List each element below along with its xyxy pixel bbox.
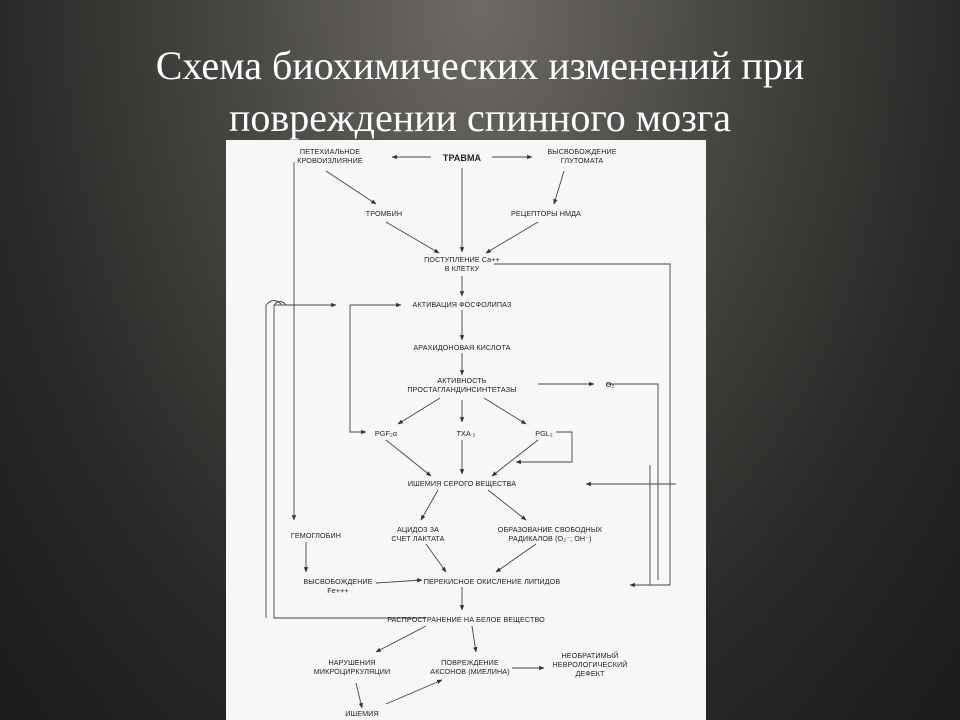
flowchart-diagram: ПЕТЕХИАЛЬНОЕ КРОВОИЗЛИЯНИЕ ТРАВМА ВЫСВОБ… bbox=[265, 147, 676, 718]
node-hemoglobin: ГЕМОГЛОБИН bbox=[291, 531, 341, 540]
node-hemorrhage-line-1: ПЕТЕХИАЛЬНОЕ bbox=[300, 147, 360, 156]
node-glutamate-line-2: ГЛУТОМАТА bbox=[561, 156, 604, 165]
node-ischemia: ИШЕМИЯ bbox=[345, 709, 379, 718]
node-synthetase-line-1: АКТИВНОСТЬ bbox=[437, 376, 486, 385]
node-txa: TXA ₂ bbox=[457, 429, 476, 438]
slide-title-line-2: повреждении спинного мозга bbox=[228, 95, 732, 140]
node-white-matter-spread: РАСПРОСТРАНЕНИЕ НА БЕЛОЕ ВЕЩЕСТВО bbox=[387, 615, 545, 624]
node-glutamate-line-1: ВЫСВОБОЖДЕНИЕ bbox=[547, 147, 616, 156]
node-synthetase-line-2: ПРОСТАГЛАНДИНСИНТЕТАЗЫ bbox=[407, 385, 516, 394]
node-phospholipase: АКТИВАЦИЯ ФОСФОЛИПАЗ bbox=[413, 300, 512, 309]
node-microcirculation-line-2: МИКРОЦИРКУЛЯЦИИ bbox=[314, 667, 391, 676]
node-hemorrhage-line-2: КРОВОИЗЛИЯНИЕ bbox=[297, 156, 363, 165]
node-acidosis-line-2: СЧЕТ ЛАКТАТА bbox=[391, 534, 444, 543]
node-axon-damage-line-2: АКСОНОВ (МИЕЛИНА) bbox=[430, 667, 509, 676]
node-microcirculation-line-1: НАРУШЕНИЯ bbox=[328, 658, 375, 667]
node-iron-release-line-1: ВЫСВОБОЖДЕНИЕ bbox=[303, 577, 372, 586]
node-calcium-line-1: ПОСТУПЛЕНИЕ Ca++ bbox=[424, 255, 500, 264]
node-deficit-line-3: ДЕФЕКТ bbox=[575, 669, 605, 678]
node-axon-damage-line-1: ПОВРЕЖДЕНИЕ bbox=[441, 658, 499, 667]
node-deficit-line-2: НЕВРОЛОГИЧЕСКИЙ bbox=[552, 660, 627, 669]
node-pgl: PGL₂ bbox=[535, 429, 553, 438]
node-radicals-line-1: ОБРАЗОВАНИЕ СВОБОДНЫХ bbox=[498, 525, 603, 534]
node-lipid-peroxidation: ПЕРЕКИСНОЕ ОКИСЛЕНИЕ ЛИПИДОВ bbox=[424, 577, 561, 586]
flowchart-scan: ПЕТЕХИАЛЬНОЕ КРОВОИЗЛИЯНИЕ ТРАВМА ВЫСВОБ… bbox=[226, 140, 706, 720]
slide-title: Схема биохимических изменений при повреж… bbox=[0, 40, 960, 144]
node-acidosis-line-1: АЦИДОЗ ЗА bbox=[397, 525, 439, 534]
slide-title-line-1: Схема биохимических изменений при bbox=[155, 43, 805, 88]
flowchart-connectors bbox=[265, 154, 676, 709]
node-calcium-line-2: В КЛЕТКУ bbox=[445, 264, 480, 273]
node-pgf: PGF₂α bbox=[375, 429, 397, 438]
flowchart-labels: ПЕТЕХИАЛЬНОЕ КРОВОИЗЛИЯНИЕ ТРАВМА ВЫСВОБ… bbox=[291, 147, 628, 718]
node-deficit-line-1: НЕОБРАТИМЫЙ bbox=[561, 651, 618, 660]
node-iron-release-line-2: Fe+++ bbox=[327, 586, 348, 595]
node-thrombin: ТРОМБИН bbox=[366, 209, 402, 218]
node-oxygen: O₂ bbox=[606, 380, 615, 389]
node-nmda-receptors: РЕЦЕПТОРЫ НМДА bbox=[511, 209, 581, 218]
node-radicals-line-2: РАДИКАЛОВ (O₂⁻; OH⁻) bbox=[508, 534, 591, 543]
node-arachidonic-acid: АРАХИДОНОВАЯ КИСЛОТА bbox=[413, 343, 510, 352]
node-gray-matter-ischemia: ИШЕМИЯ СЕРОГО ВЕЩЕСТВА bbox=[408, 479, 516, 488]
node-trauma: ТРАВМА bbox=[443, 153, 482, 163]
